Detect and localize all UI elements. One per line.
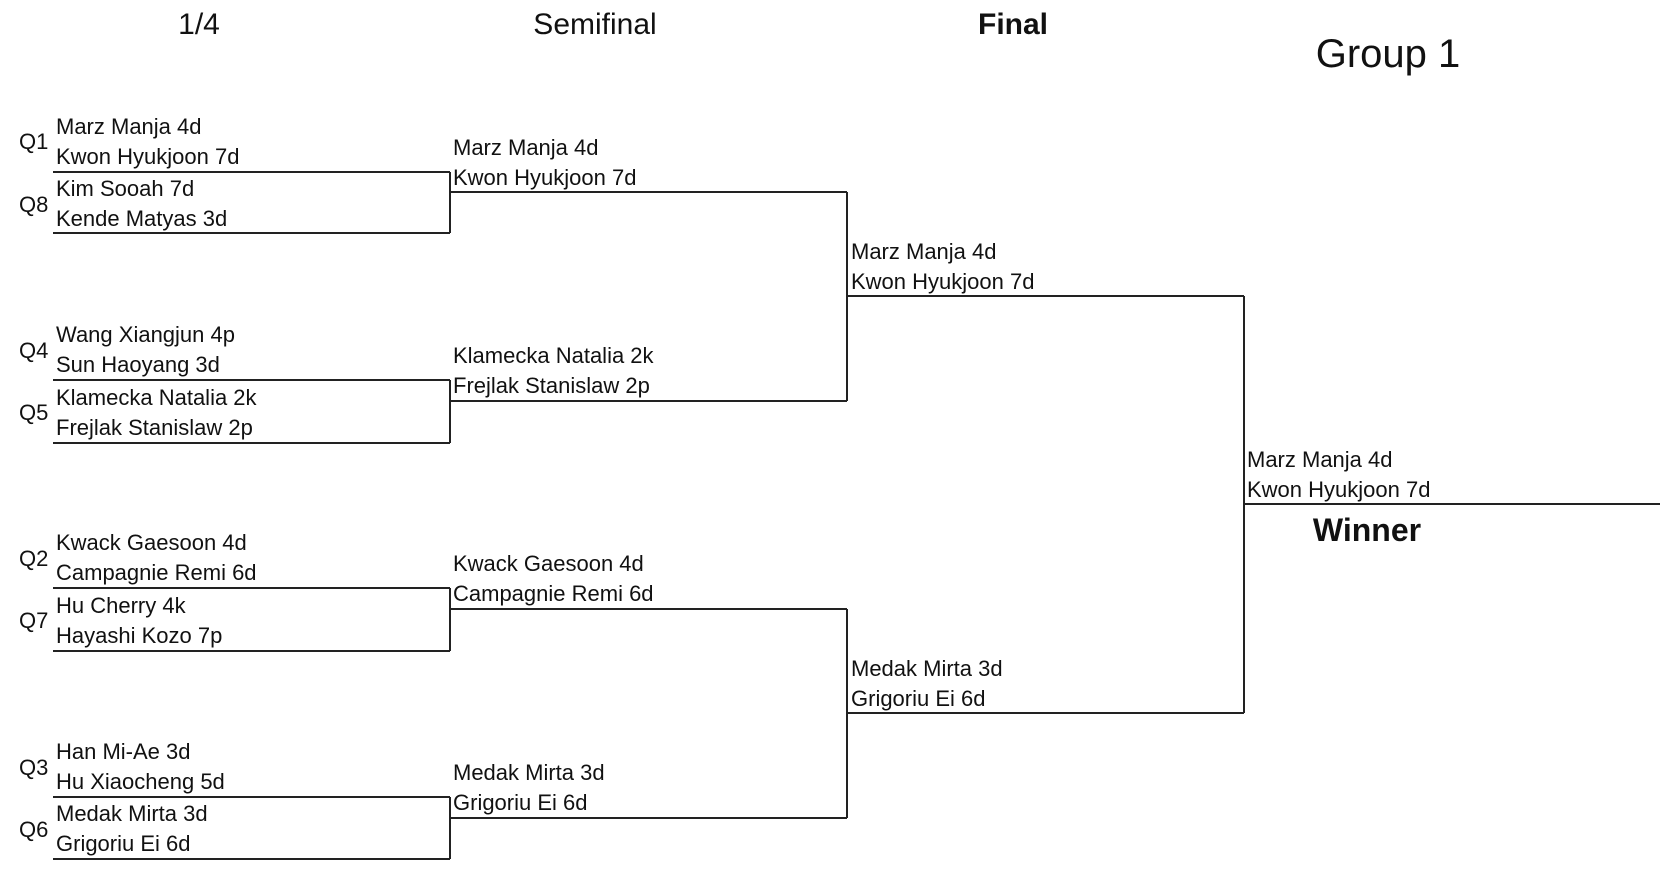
player-name: Grigoriu Ei 6d xyxy=(453,790,588,815)
player-name: Klamecka Natalia 2k xyxy=(453,343,654,368)
player-name: Sun Haoyang 3d xyxy=(56,352,220,377)
player-name: Kwack Gaesoon 4d xyxy=(453,551,644,576)
player-name: Grigoriu Ei 6d xyxy=(56,831,191,856)
player-name: Marz Manja 4d xyxy=(851,239,997,264)
seed-label: Q1 xyxy=(19,129,49,154)
player-name: Frejlak Stanislaw 2p xyxy=(453,373,650,398)
player-name: Han Mi-Ae 3d xyxy=(56,739,191,764)
player-name: Klamecka Natalia 2k xyxy=(56,385,257,410)
round-header-final: Final xyxy=(977,8,1049,41)
seed-label: Q8 xyxy=(19,192,49,217)
round-header-semifinal: Semifinal xyxy=(533,8,657,41)
seed-label: Q7 xyxy=(19,608,49,633)
seed-label: Q6 xyxy=(19,817,49,842)
player-name: Medak Mirta 3d xyxy=(851,656,1003,681)
winner-label: Winner xyxy=(1312,512,1422,548)
player-name: Hayashi Kozo 7p xyxy=(56,623,223,648)
player-name: Kim Sooah 7d xyxy=(56,176,195,201)
player-name: Campagnie Remi 6d xyxy=(56,560,257,585)
player-name: Wang Xiangjun 4p xyxy=(56,322,235,347)
player-name: Marz Manja 4d xyxy=(56,114,202,139)
player-name: Frejlak Stanislaw 2p xyxy=(56,415,253,440)
seed-label: Q2 xyxy=(19,546,49,571)
seed-label: Q3 xyxy=(19,755,49,780)
champion-name: Marz Manja 4d xyxy=(1247,447,1393,472)
player-name: Medak Mirta 3d xyxy=(453,760,605,785)
player-name: Hu Cherry 4k xyxy=(56,593,186,618)
player-name: Kwack Gaesoon 4d xyxy=(56,530,247,555)
player-name: Kende Matyas 3d xyxy=(56,206,228,231)
player-name: Hu Xiaocheng 5d xyxy=(56,769,225,794)
player-name: Kwon Hyukjoon 7d xyxy=(851,269,1035,294)
group-title: Group 1 xyxy=(1315,32,1461,76)
player-name: Campagnie Remi 6d xyxy=(453,581,654,606)
round-header-quarterfinal: 1/4 xyxy=(178,8,220,41)
player-name: Kwon Hyukjoon 7d xyxy=(56,144,240,169)
player-name: Medak Mirta 3d xyxy=(56,801,208,826)
champion-name: Kwon Hyukjoon 7d xyxy=(1247,477,1431,502)
player-name: Grigoriu Ei 6d xyxy=(851,686,986,711)
player-name: Kwon Hyukjoon 7d xyxy=(453,165,637,190)
seed-label: Q5 xyxy=(19,400,49,425)
player-name: Marz Manja 4d xyxy=(453,135,599,160)
seed-label: Q4 xyxy=(19,338,49,363)
